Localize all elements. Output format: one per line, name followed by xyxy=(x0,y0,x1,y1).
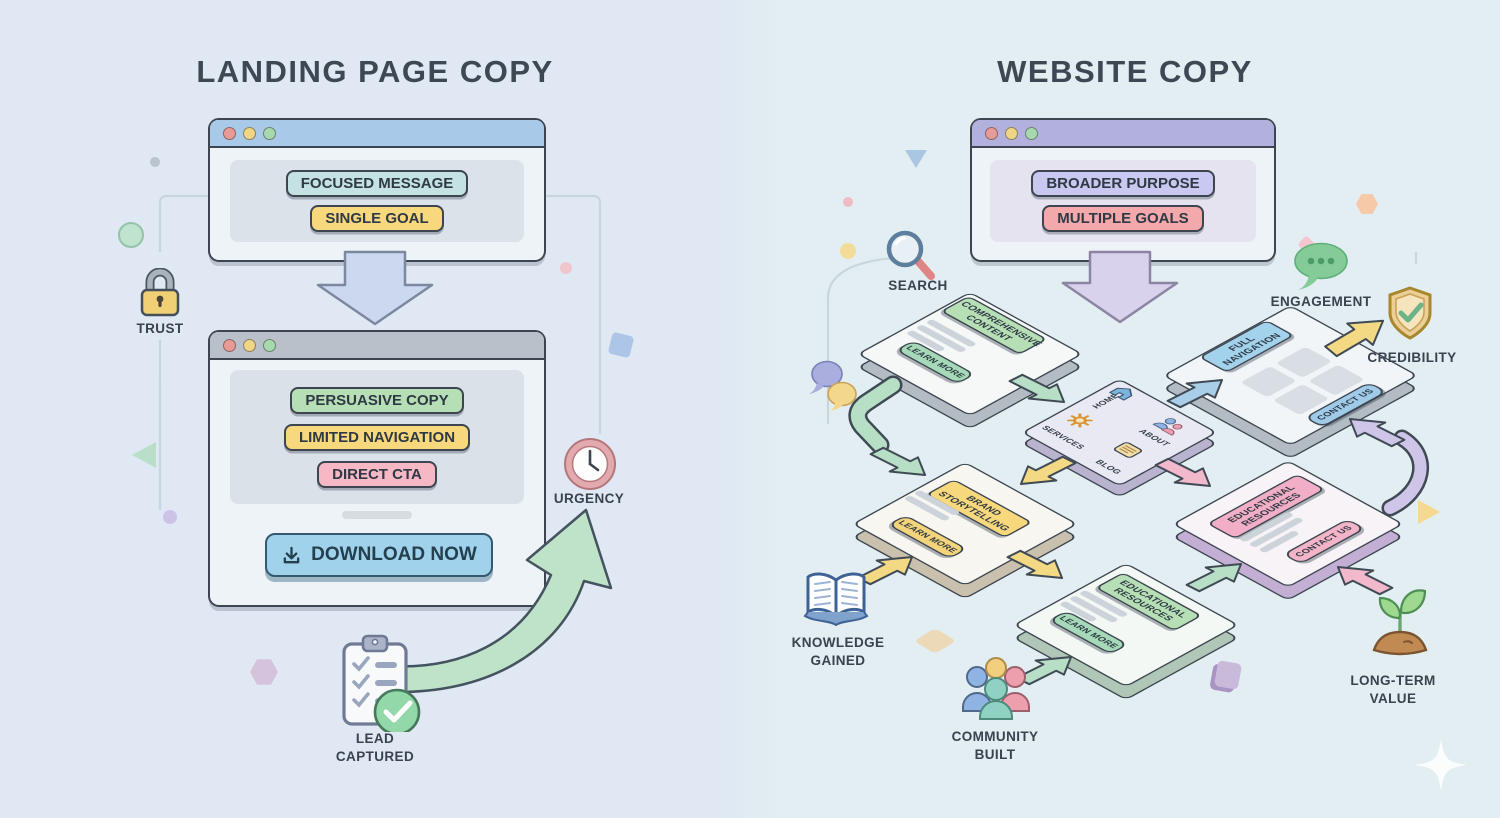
down-arrow xyxy=(316,250,434,326)
engagement-label: ENGAGEMENT xyxy=(1270,294,1372,309)
check-circle-icon xyxy=(373,688,421,732)
elbow-connector xyxy=(850,378,900,452)
connector-line xyxy=(542,194,602,434)
deco-dot xyxy=(150,157,160,167)
search-label: SEARCH xyxy=(888,278,948,293)
window-titlebar xyxy=(210,332,544,360)
site-hub-card: HOME SERVICES ABOUT BLOG xyxy=(1021,378,1218,487)
right-title: WEBSITE COPY xyxy=(997,54,1253,89)
deco-dot xyxy=(840,243,856,259)
website-top-window: BROADER PURPOSE MULTIPLE GOALS xyxy=(970,118,1276,262)
community-built-label: COMMUNITY BUILT xyxy=(951,729,1039,762)
deco-dot xyxy=(843,197,853,207)
traffic-light-yellow-icon xyxy=(243,338,256,352)
traffic-light-red-icon xyxy=(223,126,236,140)
arrow-hub-to-fullnav xyxy=(1158,371,1238,413)
download-now-label: DOWNLOAD NOW xyxy=(311,544,477,565)
chat-bubbles-icon xyxy=(809,360,857,411)
blog-doc-icon xyxy=(1113,442,1143,458)
lead-captured-label: LEAD CAPTURED xyxy=(335,731,415,764)
left-title: LANDING PAGE COPY xyxy=(196,54,554,89)
traffic-light-green-icon xyxy=(1025,126,1038,140)
landing-bottom-window: PERSUASIVE COPY LIMITED NAVIGATION DIREC… xyxy=(208,330,546,607)
trust-label: TRUST xyxy=(136,321,184,336)
shield-check-icon xyxy=(1388,286,1432,340)
long-term-value-label: LONG-TERM VALUE xyxy=(1350,673,1436,706)
traffic-light-green-icon xyxy=(263,338,276,352)
sparkle-icon xyxy=(1415,739,1467,791)
gear-icon xyxy=(1067,413,1093,428)
traffic-light-yellow-icon xyxy=(243,126,256,140)
down-arrow xyxy=(1061,250,1179,324)
engagement-bubble-icon xyxy=(1294,242,1348,290)
arrow-comprehensive-to-hub xyxy=(1000,369,1080,411)
multiple-goals-badge: MULTIPLE GOALS xyxy=(1042,205,1204,232)
landing-top-window: FOCUSED MESSAGE SINGLE GOAL xyxy=(208,118,546,262)
persuasive-copy-badge: PERSUASIVE COPY xyxy=(290,386,464,414)
sprout-icon xyxy=(1372,589,1428,656)
deco-circle xyxy=(118,222,144,248)
community-people-icon xyxy=(962,657,1030,720)
clipboard-icon xyxy=(342,634,421,732)
arrow-hub-to-educational-pink xyxy=(1146,453,1226,495)
content-panel: BROADER PURPOSE MULTIPLE GOALS xyxy=(990,160,1256,242)
limited-navigation-badge: LIMITED NAVIGATION xyxy=(283,423,471,451)
traffic-light-red-icon xyxy=(985,126,998,140)
arrow-educational-green-to-pink xyxy=(1177,555,1257,597)
deco-triangle xyxy=(132,442,156,468)
connector-line xyxy=(158,194,208,252)
urgency-label: URGENCY xyxy=(553,491,625,506)
knowledge-gained-label: KNOWLEDGE GAINED xyxy=(791,635,885,668)
lock-icon xyxy=(140,268,180,317)
download-icon xyxy=(283,546,300,563)
swoosh-arrow xyxy=(386,508,613,694)
about-people-icon xyxy=(1152,418,1183,436)
connector-line xyxy=(826,256,894,424)
deco-dot xyxy=(560,262,572,274)
direct-cta-badge: DIRECT CTA xyxy=(317,460,437,488)
traffic-light-green-icon xyxy=(263,126,276,140)
arrow-brand-to-educational-green xyxy=(998,545,1078,587)
content-panel: FOCUSED MESSAGE SINGLE GOAL xyxy=(230,160,524,242)
deco-hexagon xyxy=(1356,194,1378,214)
elbow-connector xyxy=(1384,432,1427,514)
placeholder-bar xyxy=(342,511,412,519)
download-now-button: DOWNLOAD NOW xyxy=(265,533,493,577)
window-titlebar xyxy=(972,120,1274,148)
search-icon xyxy=(886,230,935,280)
window-titlebar xyxy=(210,120,544,148)
content-panel: PERSUASIVE COPY LIMITED NAVIGATION DIREC… xyxy=(230,370,524,504)
clock-icon xyxy=(564,438,616,490)
traffic-light-yellow-icon xyxy=(1005,126,1018,140)
deco-triangle xyxy=(905,150,927,168)
traffic-light-red-icon xyxy=(223,338,236,352)
deco-triangle xyxy=(1418,500,1440,524)
house-icon xyxy=(1109,387,1133,401)
single-goal-badge: SINGLE GOAL xyxy=(310,205,444,232)
broader-purpose-badge: BROADER PURPOSE xyxy=(1031,170,1215,197)
focused-message-badge: FOCUSED MESSAGE xyxy=(285,170,469,197)
credibility-label: CREDIBILITY xyxy=(1367,350,1457,365)
deco-dot xyxy=(163,510,177,524)
arrow-hub-to-brand xyxy=(1005,451,1085,493)
book-icon xyxy=(803,572,869,627)
